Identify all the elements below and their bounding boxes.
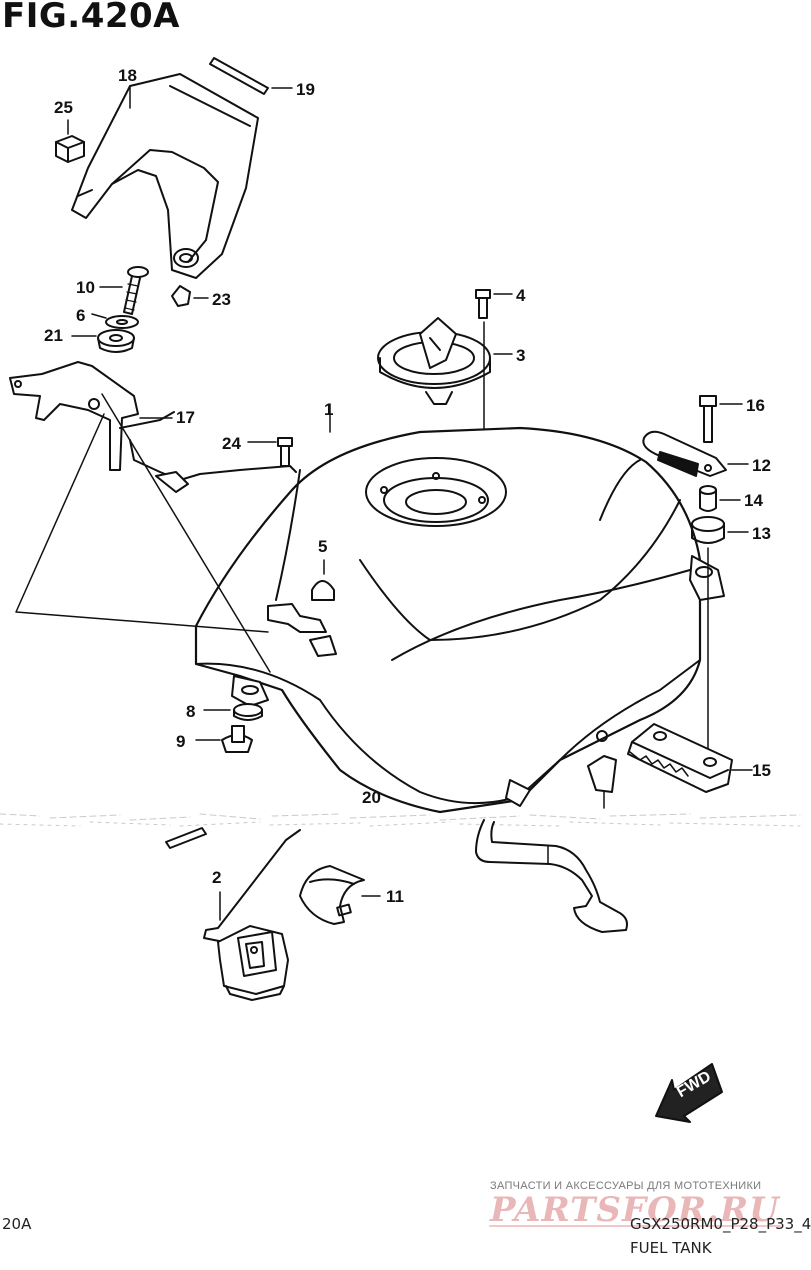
callout-25: 25 (54, 98, 73, 117)
footer-section-name: FUEL TANK (630, 1239, 712, 1257)
callout-15: 15 (752, 761, 771, 780)
callout-8: 8 (186, 702, 196, 721)
part-14-spacer (699, 485, 741, 512)
part-12-plate (642, 430, 749, 477)
part-17-bracket (9, 361, 297, 493)
callout-17: 17 (176, 408, 195, 427)
watermark-tagline: ЗАПЧАСТИ И АКСЕССУАРЫ ДЛЯ МОТОТЕХНИКИ (490, 1180, 762, 1192)
part-15-rubber-mount (627, 723, 753, 793)
part-10-screw (99, 266, 149, 315)
callout-4: 4 (516, 286, 526, 305)
part-8-collar (203, 703, 263, 721)
part-1-fuel-tank (194, 403, 725, 814)
part-13-cushion (691, 516, 749, 544)
part-6-washer (91, 313, 139, 329)
part-21-grommet (71, 329, 135, 353)
part-11-clamp (299, 865, 381, 925)
fwd-arrow-icon (655, 1063, 723, 1123)
part-2-fuel-gauge (203, 829, 301, 1001)
callout-6: 6 (76, 306, 86, 325)
callout-20: 20 (362, 788, 381, 807)
callout-24: 24 (222, 434, 241, 453)
callout-9: 9 (176, 732, 186, 751)
part-23-clip (171, 285, 209, 307)
part-19-rod (209, 57, 293, 95)
part-5-cap (311, 559, 335, 601)
fuel-hose (475, 819, 628, 933)
figure-title: FIG.420A (2, 0, 180, 36)
callout-11: 11 (386, 887, 404, 906)
part-3-fuel-cap (377, 317, 513, 405)
footer-left-code: 20A (2, 1215, 32, 1233)
callout-16: 16 (746, 396, 765, 415)
callout-18: 18 (118, 66, 137, 85)
part-4-screw (475, 289, 513, 319)
callout-13: 13 (752, 524, 771, 543)
callout-19: 19 (296, 80, 315, 99)
part-25-block (55, 119, 85, 163)
scan-noise-band (0, 813, 801, 827)
part-18-cover (71, 73, 259, 279)
callout-1: 1 (324, 400, 334, 419)
callout-23: 23 (212, 290, 231, 309)
callout-3: 3 (516, 346, 526, 365)
footer-model-code: GSX250RM0_P28_P33_4 (630, 1215, 811, 1233)
part-16-bolt (699, 395, 743, 443)
callout-14: 14 (744, 491, 763, 510)
watermark-logo: PARTSFOR.RU (490, 1190, 780, 1230)
callout-10: 10 (76, 278, 95, 297)
callout-12: 12 (752, 456, 771, 475)
callout-2: 2 (212, 868, 222, 887)
part-24-bolt (247, 437, 293, 467)
part-20-label (587, 755, 617, 809)
callout-21: 21 (44, 326, 63, 345)
callout-5: 5 (318, 537, 328, 556)
part-9-nut (195, 725, 253, 753)
